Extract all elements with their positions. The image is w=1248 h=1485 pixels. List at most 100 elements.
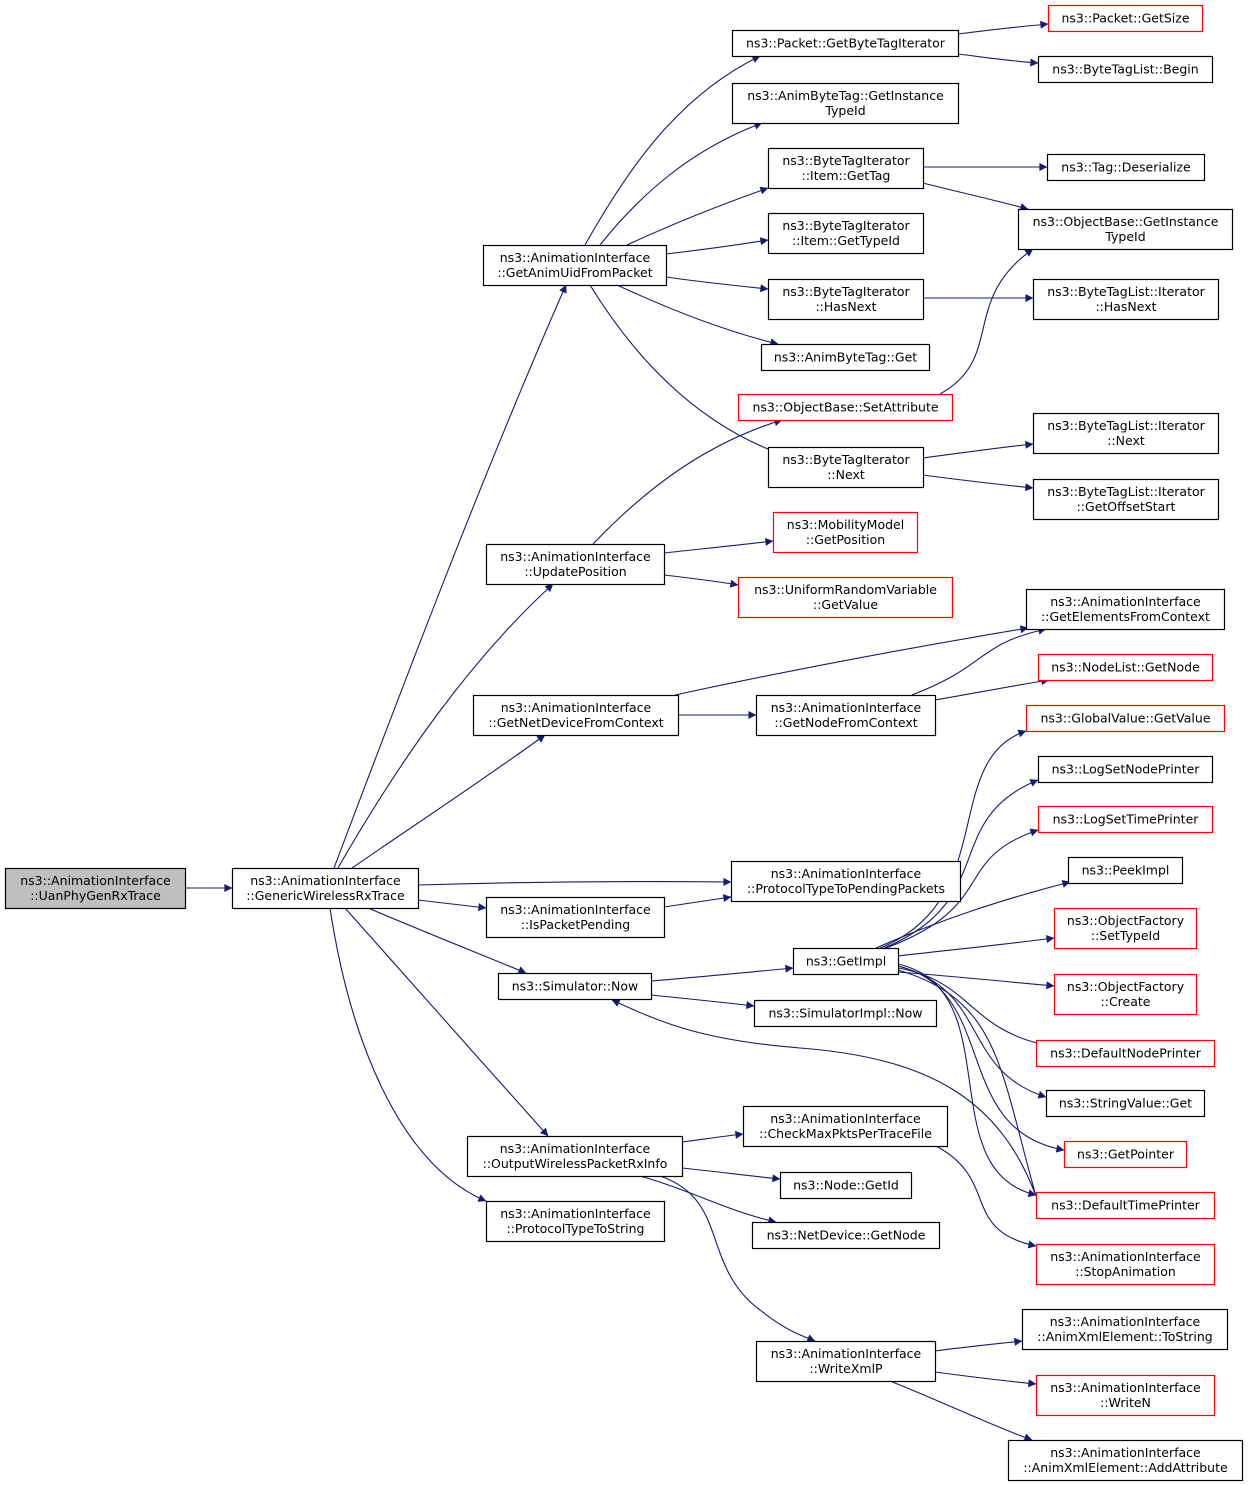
node-label-line: ns3::ObjectBase::SetAttribute [752,400,938,415]
node-list-get-node-node[interactable]: ns3::NodeList::GetNode [1037,653,1214,682]
byte-tag-list-iterator-next-node[interactable]: ns3::ByteTagList::Iterator::Next [1032,412,1220,455]
global-value-get-value-node[interactable]: ns3::GlobalValue::GetValue [1025,704,1226,733]
node-box [1032,278,1220,321]
edge-n19-n34 [911,626,1047,696]
node-box [497,972,653,1001]
node-label-line: ns3::ObjectBase::GetInstance [1033,214,1219,229]
node-label-line: ::AnimXmlElement::ToString [1037,1329,1212,1344]
node-get-id-node[interactable]: ns3::Node::GetId [779,1171,913,1200]
protocol-type-to-pending-packets-node[interactable]: ns3::AnimationInterface::ProtocolTypeToP… [730,860,962,903]
mobility-model-get-position-node[interactable]: ns3::MobilityModel::GetPosition [772,511,919,554]
byte-tag-list-iterator-get-offset-start-node[interactable]: ns3::ByteTagList::Iterator::GetOffsetSta… [1032,478,1220,521]
get-elements-from-context-node[interactable]: ns3::AnimationInterface::GetElementsFrom… [1025,588,1226,631]
edge-n1-n8 [329,907,487,1202]
node-label-line: ns3::AnimationInterface [771,700,922,715]
anim-xml-element-to-string-node[interactable]: ns3::AnimationInterface::AnimXmlElement:… [1021,1308,1229,1351]
output-wireless-packet-rx-info-node[interactable]: ns3::AnimationInterface::OutputWirelessP… [466,1135,684,1178]
node-box [772,511,919,554]
byte-tag-iterator-has-next-node[interactable]: ns3::ByteTagIterator::HasNext [767,278,925,321]
node-label-line: ::CheckMaxPktsPerTraceFile [759,1126,932,1141]
uan-phy-gen-rx-trace-node[interactable]: ns3::AnimationInterface::UanPhyGenRxTrac… [4,867,187,910]
node-label-line: ::Next [1107,433,1145,448]
node-label-line: ns3::AnimationInterface [771,866,922,881]
object-base-set-attribute-node[interactable]: ns3::ObjectBase::SetAttribute [737,393,954,422]
node-label-line: ns3::AnimationInterface [1050,1314,1201,1329]
node-label-line: ::ProtocolTypeToString [507,1221,645,1236]
edge-n1-n3 [337,583,554,869]
edge-n7-n25 [639,1175,777,1225]
node-label-line: ns3::AnimationInterface [20,873,171,888]
log-set-time-printer-node[interactable]: ns3::LogSetTimePrinter [1037,805,1214,834]
anim-byte-tag-get-node[interactable]: ns3::AnimByteTag::Get [760,343,931,372]
node-label-line: ns3::ByteTagList::Iterator [1047,418,1205,433]
net-device-get-node-node[interactable]: ns3::NetDevice::GetNode [751,1221,941,1250]
edge-n7-n26 [659,1175,816,1342]
generic-wireless-rx-trace-node[interactable]: ns3::AnimationInterface::GenericWireless… [231,867,420,910]
packet-get-byte-tag-iterator-node[interactable]: ns3::Packet::GetByteTagIterator [731,29,960,58]
edge-n1-n7 [344,907,549,1137]
edge-n21-n44 [897,965,1065,1153]
is-packet-pending-node[interactable]: ns3::AnimationInterface::IsPacketPending [485,896,666,939]
node-label-line: TypeId [824,103,865,118]
edge-n21-n41 [897,971,1055,990]
byte-tag-iterator-item-get-tag-node[interactable]: ns3::ByteTagIterator::Item::GetTag [767,147,925,190]
edge-n2-n14 [616,284,779,347]
packet-get-size-node[interactable]: ns3::Packet::GetSize [1047,4,1204,33]
node-label-line: ::Create [1101,994,1151,1009]
stop-animation-node[interactable]: ns3::AnimationInterface::StopAnimation [1035,1243,1216,1286]
default-node-printer-node[interactable]: ns3::DefaultNodePrinter [1035,1039,1216,1068]
edge-n16-n32 [922,440,1034,459]
default-time-printer-node[interactable]: ns3::DefaultTimePrinter [1035,1191,1216,1220]
edge-n21-n45 [897,963,1037,1198]
protocol-type-to-string-node[interactable]: ns3::AnimationInterface::ProtocolTypeToS… [485,1200,666,1243]
edge-n2-n10 [599,121,763,246]
node-label-line: ::GetAnimUidFromPacket [497,265,652,280]
log-set-node-printer-node[interactable]: ns3::LogSetNodePrinter [1037,755,1214,784]
node-label-line: ns3::GetImpl [806,954,886,969]
get-net-device-from-context-node[interactable]: ns3::AnimationInterface::GetNetDeviceFro… [472,694,680,737]
node-box [767,212,925,255]
object-factory-set-type-id-node[interactable]: ns3::ObjectFactory::SetTypeId [1053,907,1198,950]
tag-deserialize-node[interactable]: ns3::Tag::Deserialize [1046,153,1206,182]
object-factory-create-node[interactable]: ns3::ObjectFactory::Create [1053,973,1198,1016]
byte-tag-iterator-item-get-type-id-node[interactable]: ns3::ByteTagIterator::Item::GetTypeId [767,212,925,255]
string-value-get-node[interactable]: ns3::StringValue::Get [1045,1089,1206,1118]
get-node-from-context-node[interactable]: ns3::AnimationInterface::GetNodeFromCont… [755,694,937,737]
node-label-line: ns3::NodeList::GetNode [1051,660,1200,675]
node-box [1035,1243,1216,1286]
peek-impl-node[interactable]: ns3::PeekImpl [1067,856,1184,885]
check-max-pkts-per-trace-file-node[interactable]: ns3::AnimationInterface::CheckMaxPktsPer… [742,1105,949,1148]
simulator-now-node[interactable]: ns3::Simulator::Now [497,972,653,1001]
edge-n19-n35 [934,677,1050,701]
edge-n2-n16 [589,284,779,455]
node-label-line: ::Next [827,467,865,482]
byte-tag-iterator-next-node[interactable]: ns3::ByteTagIterator::Next [767,446,925,489]
node-box [1032,412,1220,455]
node-label-line: ns3::LogSetNodePrinter [1052,762,1201,777]
node-label-line: ns3::PeekImpl [1082,863,1170,878]
node-label-line: ns3::AnimationInterface [250,873,401,888]
byte-tag-list-iterator-has-next-node[interactable]: ns3::ByteTagList::Iterator::HasNext [1032,278,1220,321]
byte-tag-list-begin-node[interactable]: ns3::ByteTagList::Begin [1037,55,1214,84]
get-impl-node[interactable]: ns3::GetImpl [792,947,900,976]
node-label-line: ns3::ObjectFactory [1067,979,1185,994]
node-label-line: ::GenericWirelessRxTrace [246,888,405,903]
node-box [1046,153,1206,182]
write-n-node[interactable]: ns3::AnimationInterface::WriteN [1035,1374,1216,1417]
node-box [485,896,666,939]
get-pointer-node[interactable]: ns3::GetPointer [1063,1140,1188,1169]
get-anim-uid-from-packet-node[interactable]: ns3::AnimationInterface::GetAnimUidFromP… [482,244,668,287]
node-box [1047,4,1204,33]
node-label-line: ns3::ByteTagList::Begin [1052,62,1198,77]
node-label-line: ns3::Packet::GetByteTagIterator [746,36,946,51]
node-label-line: ::HasNext [1095,299,1156,314]
uniform-random-variable-get-value-node[interactable]: ns3::UniformRandomVariable::GetValue [737,576,954,619]
node-box [1037,805,1214,834]
write-xml-p-node[interactable]: ns3::AnimationInterface::WriteXmlP [755,1340,937,1383]
update-position-node[interactable]: ns3::AnimationInterface::UpdatePosition [485,543,666,586]
anim-xml-element-add-attribute-node[interactable]: ns3::AnimationInterface::AnimXmlElement:… [1007,1439,1244,1482]
simulator-impl-now-node[interactable]: ns3::SimulatorImpl::Now [753,999,938,1028]
